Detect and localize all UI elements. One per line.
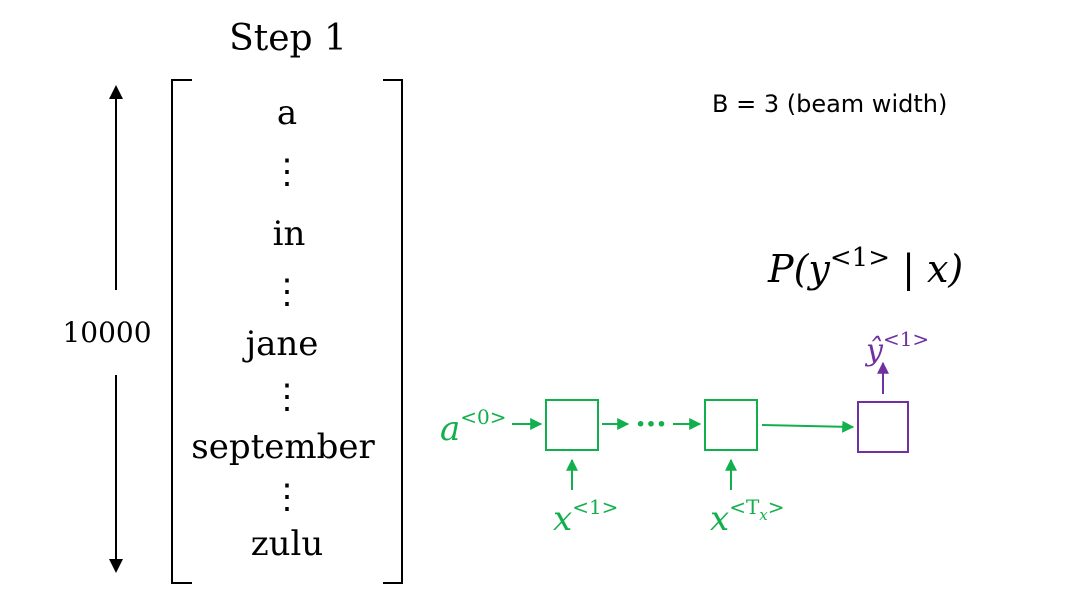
yhat-base: ŷ: [864, 333, 884, 368]
output-cell: [857, 401, 909, 453]
step-title: Step 1: [229, 18, 347, 59]
xT-close: >: [768, 495, 785, 519]
prob-prefix: P(y: [767, 247, 830, 291]
rnn-cell-2: [704, 399, 758, 451]
vocab-ellipsis: ⋮: [270, 377, 304, 417]
cell2-to-output-arrow: [761, 420, 855, 433]
vocab-word-a: a: [277, 93, 297, 133]
rnn-dots: ···: [635, 407, 666, 442]
vocab-list: a ⋮ in ⋮ jane ⋮ september ⋮ zulu: [191, 93, 375, 564]
rnn-cell-1: [545, 399, 599, 451]
vocab-ellipsis: ⋮: [270, 477, 304, 517]
yhat-label: ŷ<1>: [864, 327, 929, 368]
vocab-word-zulu: zulu: [251, 524, 324, 564]
x1-sup: <1>: [572, 495, 618, 519]
left-bracket: [171, 79, 192, 584]
a0-sup: <0>: [460, 405, 506, 429]
xT-base: x: [710, 499, 729, 539]
yhat-sup: <1>: [883, 327, 929, 351]
a0-base: a: [440, 409, 460, 449]
beam-width-note: B = 3 (beam width): [712, 90, 947, 118]
xT-sub: x: [759, 506, 768, 524]
a0-label: a<0>: [440, 405, 507, 449]
probability-expression: P(y<1> | x): [767, 243, 963, 291]
vocab-word-in: in: [273, 214, 306, 254]
vocab-word-september: september: [191, 427, 375, 467]
prob-sup: <1>: [830, 243, 890, 273]
right-bracket: [383, 79, 403, 584]
xT-label: x<Tx>: [710, 495, 785, 539]
rnn-diagram: a<0> ··· ŷ<1> x<1> x<Tx>: [440, 327, 929, 539]
vocab-ellipsis: ⋮: [270, 152, 304, 192]
vocab-size-label: 10000: [62, 316, 151, 349]
xT-sup: <T: [729, 495, 760, 519]
x1-base: x: [553, 499, 572, 539]
vocab-ellipsis: ⋮: [270, 272, 304, 312]
x1-label: x<1>: [553, 495, 618, 539]
prob-suffix: | x): [890, 247, 963, 291]
vocab-word-jane: jane: [242, 324, 319, 364]
